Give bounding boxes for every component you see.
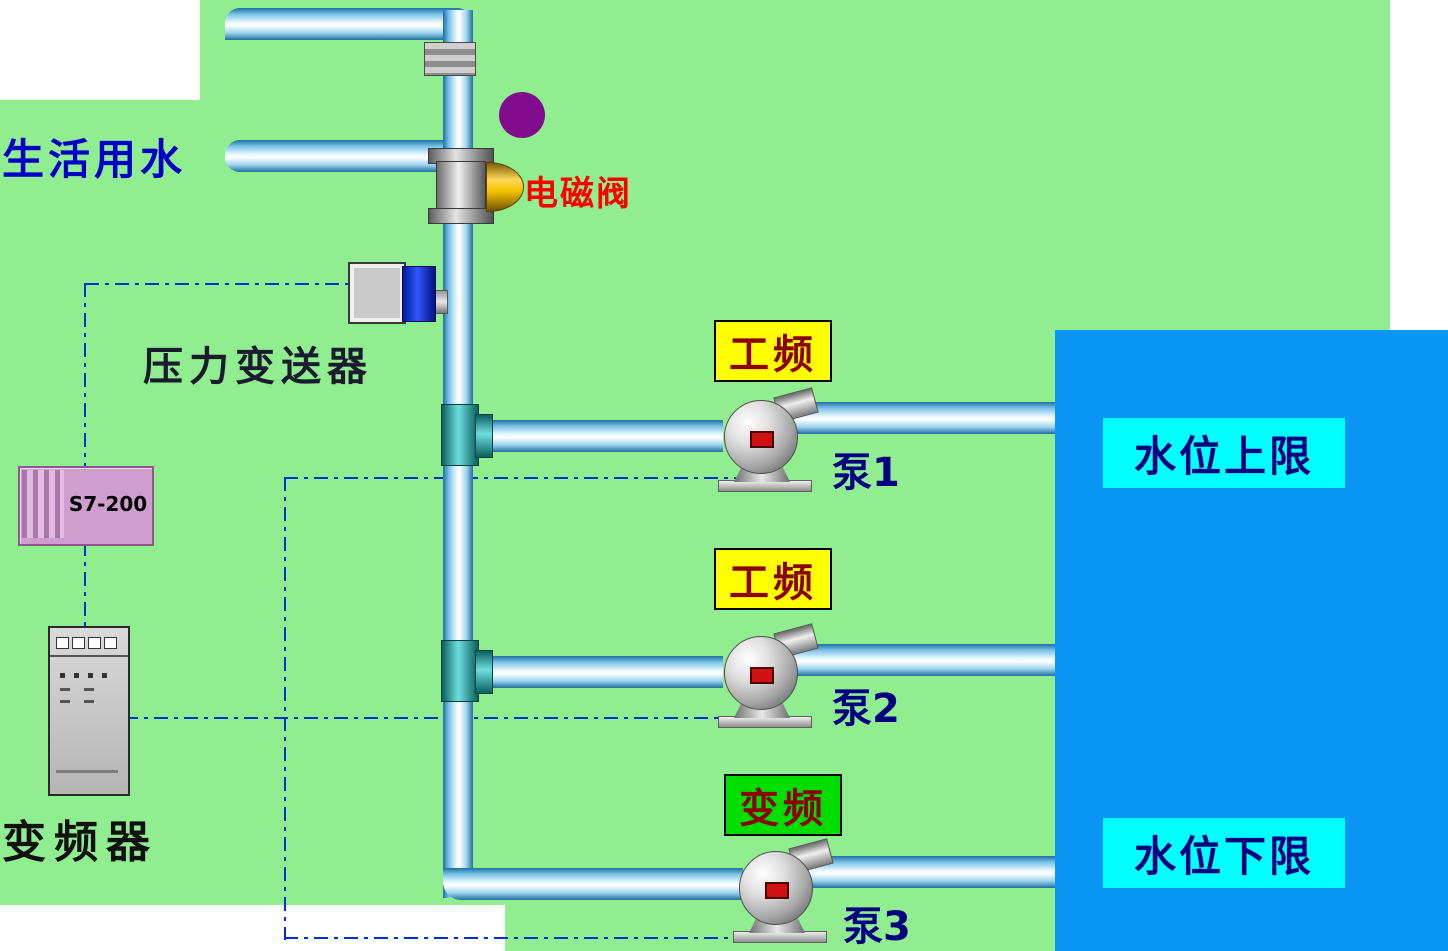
pump-status-led	[765, 882, 789, 899]
pump-3[interactable]	[727, 838, 834, 943]
pump-1-mode-badge: 工频	[714, 320, 832, 382]
inverter-vent	[84, 688, 94, 691]
inverter-indicator	[72, 637, 85, 649]
pump-2-label: 泵2	[832, 686, 900, 732]
pump-status-led	[750, 431, 774, 448]
inverter-vent	[60, 688, 70, 691]
inverter-button	[74, 673, 79, 678]
inverter-slot	[56, 770, 118, 773]
pipe-tee-1-branch	[475, 414, 493, 458]
water-level-upper-label: 水位上限	[1103, 418, 1345, 488]
valve-body	[436, 161, 486, 211]
pump-2[interactable]	[712, 623, 819, 728]
pump-status-led	[750, 667, 774, 684]
indicator-dot	[499, 92, 545, 138]
control-line-inverter-pump2	[124, 717, 738, 719]
pipe-pump3-discharge	[809, 856, 1055, 888]
pipe-pump2-discharge	[794, 644, 1055, 676]
pipe-flange-top	[424, 42, 476, 76]
water-level-lower-label: 水位下限	[1103, 818, 1345, 888]
pipe-top-header	[225, 8, 473, 40]
inverter-button	[102, 673, 107, 678]
inverter-button	[88, 673, 93, 678]
solenoid-valve-label: 电磁阀	[524, 174, 632, 214]
pipe-pump1-discharge	[794, 402, 1055, 434]
inverter-vent	[60, 700, 70, 703]
background-panel-mid	[0, 100, 1390, 330]
control-line-riser	[284, 477, 286, 940]
inverter-label: 变频器	[2, 817, 158, 868]
pump-2-mode-badge: 工频	[714, 548, 832, 610]
control-line-pump3	[284, 937, 746, 939]
control-line-transmitter	[85, 283, 348, 285]
pump-3-label: 泵3	[843, 904, 911, 950]
control-line-plc-down	[84, 542, 86, 630]
inverter-button	[60, 673, 65, 678]
inverter-cabinet[interactable]	[48, 626, 130, 796]
transmitter-housing	[348, 262, 406, 324]
pipe-tee-1	[441, 404, 479, 466]
control-line-plc-up	[84, 283, 86, 468]
pipe-pump1-suction	[477, 420, 723, 452]
inverter-indicator	[56, 637, 69, 649]
inverter-divider	[50, 655, 128, 657]
pipe-domestic-water	[225, 140, 443, 172]
control-line-pump1	[284, 477, 736, 479]
domestic-water-label: 生活用水	[2, 135, 187, 184]
pipe-pump2-suction	[477, 656, 723, 688]
pipe-tee-2-branch	[475, 650, 493, 694]
plc-heatsink	[22, 470, 64, 538]
pipe-tee-2	[441, 640, 479, 702]
plc-s7-200[interactable]: S7-200	[18, 466, 154, 546]
inverter-vent	[84, 700, 94, 703]
pressure-transmitter-label: 压力变送器	[143, 344, 373, 390]
pump-1[interactable]	[712, 387, 819, 492]
valve-flange-bottom	[428, 208, 494, 224]
inverter-indicator	[104, 637, 117, 649]
pump-3-mode-badge: 变频	[724, 774, 842, 836]
pump-1-label: 泵1	[832, 450, 900, 496]
transmitter-sensor	[402, 266, 436, 322]
inverter-indicator	[88, 637, 101, 649]
pipe-pump3-suction	[443, 868, 743, 900]
plc-label: S7-200	[68, 492, 148, 516]
